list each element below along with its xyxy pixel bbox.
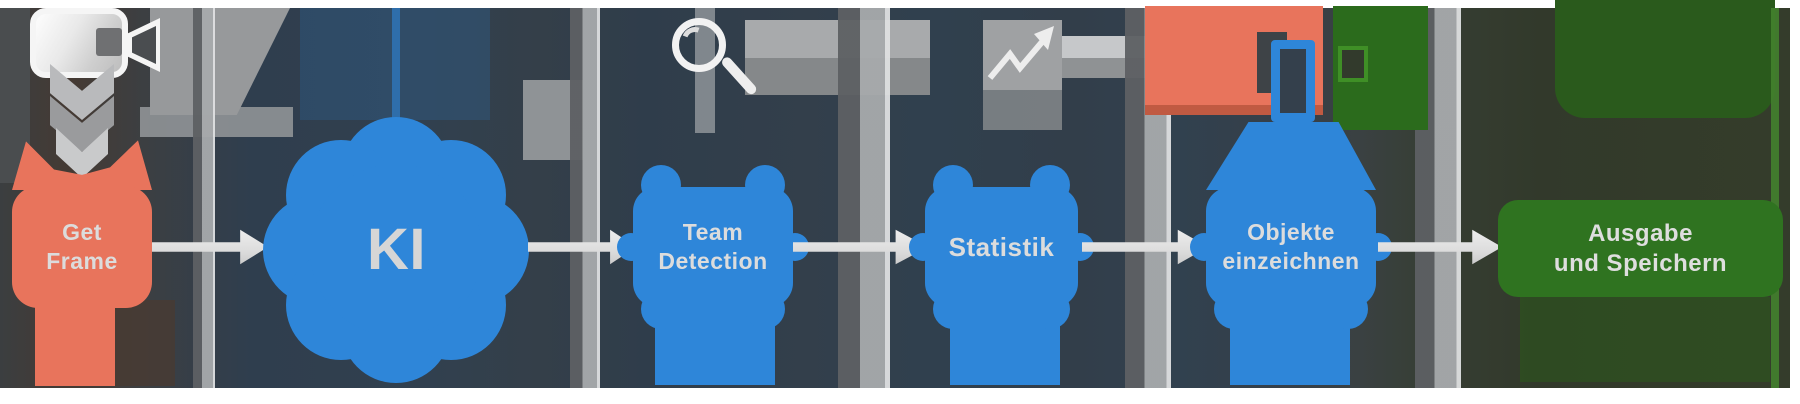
node-label-line: Ausgabe — [1588, 219, 1693, 247]
gray-band — [1040, 58, 1145, 78]
node-label-ki: KI — [263, 117, 530, 384]
node-label-line: KI — [367, 217, 426, 283]
connector-ribbon — [193, 8, 215, 388]
node-ki-cloud: KI — [263, 117, 530, 384]
node-label-line: Objekte — [1247, 219, 1335, 246]
node-label-line: und Speichern — [1553, 249, 1728, 277]
gray-band — [745, 20, 930, 58]
node-statistik: Statistik — [925, 187, 1078, 307]
node-label-line: einzeichnen — [1222, 248, 1360, 274]
gray-band — [745, 58, 930, 95]
green-glow — [1520, 297, 1770, 382]
line-chart-icon — [987, 26, 1054, 80]
node-label-line: Statistik — [948, 231, 1055, 262]
connector-ribbon — [838, 8, 890, 388]
node-team-detection: Team Detection — [633, 187, 793, 307]
node-get-frame: Get Frame — [12, 186, 152, 308]
magnifier-icon — [672, 18, 726, 72]
gray-band — [983, 90, 1062, 130]
node-ausgabe-speichern: Ausgabe und Speichern — [1498, 200, 1783, 297]
salmon-tail — [35, 300, 115, 386]
bounding-box-hole — [1338, 46, 1368, 82]
node-label-line: Team — [682, 219, 744, 246]
node-label-line: Detection — [658, 248, 768, 274]
green-blob — [1555, 0, 1775, 118]
blue-streak — [392, 8, 400, 120]
connector-ribbon — [570, 8, 600, 388]
node-label-line: Get — [62, 219, 102, 246]
green-streak — [1771, 8, 1779, 388]
node-label-line: Frame — [46, 248, 118, 274]
bounding-boxes-icon-blue — [1271, 40, 1315, 122]
brown-shadow — [115, 300, 175, 386]
video-camera-lens-cap — [96, 28, 122, 56]
gray-band — [1062, 36, 1145, 58]
node-objekte-einzeichnen: Objekte einzeichnen — [1206, 187, 1376, 307]
